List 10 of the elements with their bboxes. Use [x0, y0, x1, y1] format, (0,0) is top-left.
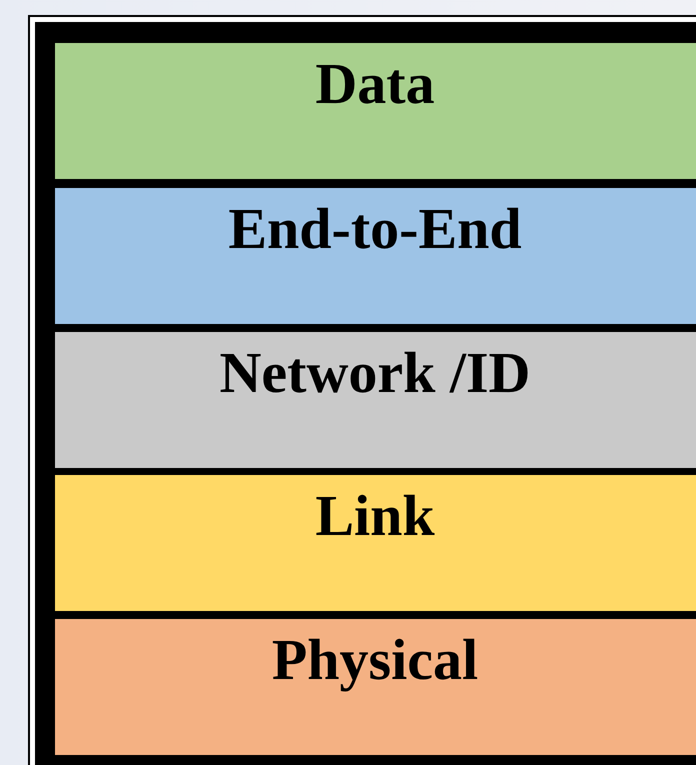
layer-label: Physical: [270, 627, 480, 694]
layer-band: [55, 619, 696, 755]
layer-band: [55, 332, 696, 468]
layer-label: Link: [314, 483, 436, 550]
layer-label: Data: [314, 51, 436, 118]
layer-band: [55, 188, 696, 324]
layer-label: End-to-End: [227, 196, 523, 263]
layer-band: [55, 475, 696, 611]
layer-label: Network /ID: [218, 340, 532, 407]
layer-band: [55, 43, 696, 179]
